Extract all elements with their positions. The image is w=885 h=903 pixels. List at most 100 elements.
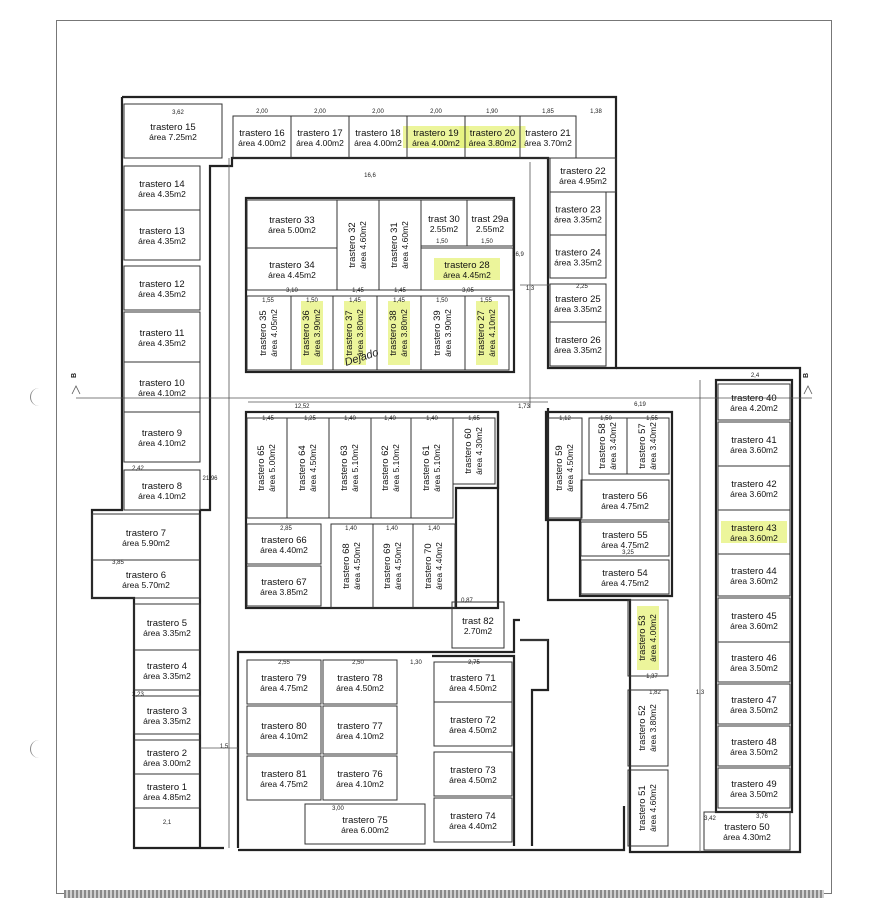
room-name: trast 30 xyxy=(428,214,460,225)
storage-room-82: trast 822.70m2 xyxy=(451,601,505,649)
room-area: área 4.75m2 xyxy=(260,779,308,789)
room-area: área 4.60m2 xyxy=(648,784,658,832)
room-area: área 3.40m2 xyxy=(608,422,618,470)
room-area: área 4.50m2 xyxy=(336,683,384,693)
room-area: área 5.00m2 xyxy=(267,444,277,492)
dimension-label: 3,10 xyxy=(286,288,298,294)
punch-hole-mark xyxy=(30,740,43,758)
room-outline xyxy=(246,565,322,607)
room-area: área 4.60m2 xyxy=(358,221,368,269)
room-outline xyxy=(246,659,322,705)
room-outline xyxy=(433,797,513,843)
dimension-label: 1,3 xyxy=(526,286,535,292)
room-area: área 5.10m2 xyxy=(350,444,360,492)
room-name: trastero 62 xyxy=(380,445,391,490)
room-name: trastero 57 xyxy=(637,423,648,468)
room-name: trastero 9 xyxy=(142,428,182,439)
room-outline xyxy=(703,811,791,851)
section-axis: B B xyxy=(71,373,813,403)
dimension-label: 1,82 xyxy=(649,690,661,696)
room-area: área 3.80m2 xyxy=(648,704,658,752)
room-area: área 3.80m2 xyxy=(399,309,409,357)
room-outline xyxy=(123,209,201,261)
room-area: área 4.00m2 xyxy=(412,138,460,148)
room-area: área 3.85m2 xyxy=(260,587,308,597)
room-name: trastero 33 xyxy=(269,215,314,226)
dimension-label: 2,42 xyxy=(132,466,144,472)
highlight-mark xyxy=(459,126,526,148)
room-area: área 4.10m2 xyxy=(260,731,308,741)
room-outline xyxy=(304,803,426,845)
room-area: área 4.60m2 xyxy=(400,221,410,269)
room-name: trastero 20 xyxy=(470,128,515,139)
room-name: trastero 73 xyxy=(450,765,495,776)
room-outline xyxy=(433,751,513,797)
room-outline xyxy=(580,521,670,557)
dimension-label: 2,00 xyxy=(256,109,268,115)
dimension-label: 1,45 xyxy=(352,288,364,294)
room-area: área 4.30m2 xyxy=(723,832,771,842)
room-name: trastero 35 xyxy=(258,310,269,355)
dimension-label: 16,9 xyxy=(512,252,524,258)
room-outline xyxy=(580,479,670,521)
room-name: trastero 60 xyxy=(463,428,474,473)
room-name: trastero 12 xyxy=(139,279,184,290)
room-name: trastero 63 xyxy=(339,445,350,490)
room-outline xyxy=(547,417,583,519)
room-outline xyxy=(123,469,201,511)
room-area: área 4.10m2 xyxy=(138,438,186,448)
dimension-label: 1,40 xyxy=(426,416,438,422)
dimension-label: 3,05 xyxy=(462,288,474,294)
room-area: área 4.05m2 xyxy=(269,309,279,357)
room-name: trastero 8 xyxy=(142,481,182,492)
dimension-label: 1,25 xyxy=(304,416,316,422)
room-name: trastero 23 xyxy=(555,205,600,216)
room-outline xyxy=(580,559,670,595)
room-outline xyxy=(627,769,669,847)
dimension-label: 1,30 xyxy=(410,660,422,666)
room-name: trastero 46 xyxy=(731,653,776,664)
dimension-label: 2,50 xyxy=(352,660,364,666)
room-outline xyxy=(322,755,398,801)
dimension-label: 1,45 xyxy=(262,416,274,422)
room-area: área 3.50m2 xyxy=(730,789,778,799)
room-area: área 3.35m2 xyxy=(554,345,602,355)
room-name: trastero 54 xyxy=(602,568,647,579)
room-area: área 4.40m2 xyxy=(260,545,308,555)
room-outline xyxy=(133,649,201,691)
dimension-label: 2,75 xyxy=(468,660,480,666)
dimension-label: 1,37 xyxy=(646,674,658,680)
room-name: trastero 67 xyxy=(261,577,306,588)
dimension-label: 1,40 xyxy=(386,526,398,532)
room-area: área 4.50m2 xyxy=(449,683,497,693)
room-name: trastero 79 xyxy=(261,673,306,684)
room-outline xyxy=(466,199,514,247)
room-area: área 4.10m2 xyxy=(336,779,384,789)
room-area: área 3.35m2 xyxy=(554,304,602,314)
room-area: área 4.85m2 xyxy=(143,792,191,802)
room-name: trastero 17 xyxy=(297,128,342,139)
room-area: área 4.50m2 xyxy=(449,775,497,785)
